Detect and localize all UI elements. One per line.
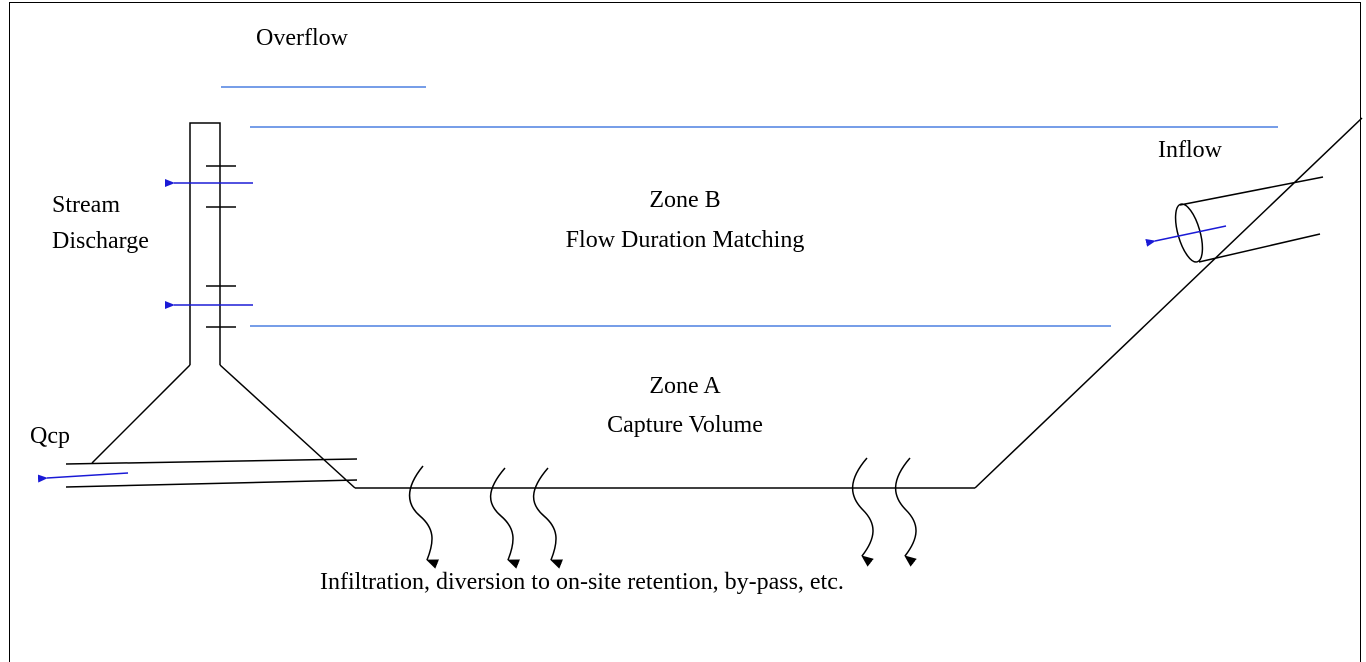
inflow-arrow	[1145, 225, 1227, 247]
infiltration-arrow	[532, 467, 564, 569]
inflow-label: Inflow	[1158, 137, 1222, 163]
overflow-label: Overflow	[256, 25, 348, 51]
zone-b-title: Zone B	[649, 187, 721, 213]
infiltration-arrow	[489, 467, 521, 569]
zone-a-title: Zone A	[649, 373, 721, 399]
infiltration-arrow	[851, 457, 874, 567]
basin-floor	[355, 117, 1363, 489]
infiltration-arrows	[408, 457, 917, 569]
infiltration-label: Infiltration, diversion to on-site reten…	[320, 569, 844, 595]
riser-structure	[65, 122, 358, 489]
infiltration-arrow	[408, 465, 440, 569]
diagram-frame	[9, 2, 1361, 662]
stream-discharge-label-line2: Discharge	[52, 228, 149, 254]
inflow-pipe	[1174, 176, 1324, 263]
zone-a-subtitle: Capture Volume	[607, 412, 763, 438]
flow-arrows	[37, 179, 1227, 483]
qcp-label: Qcp	[30, 423, 70, 449]
basin-diagram	[37, 86, 1363, 569]
stream-discharge-label-line1: Stream	[52, 192, 120, 218]
qcp-arrow	[37, 472, 129, 483]
zone-b-subtitle: Flow Duration Matching	[565, 227, 805, 253]
infiltration-arrow	[894, 457, 917, 567]
